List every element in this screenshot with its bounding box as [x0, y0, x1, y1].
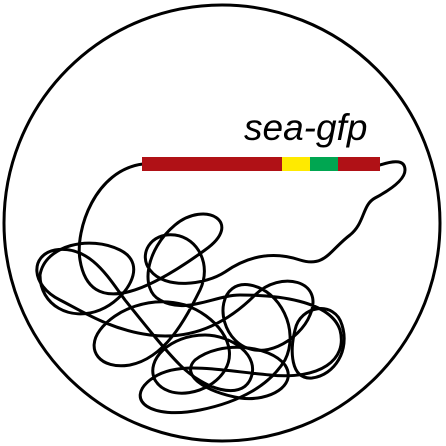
gene-construct [142, 157, 380, 171]
dna-strand-loop-left [38, 241, 136, 316]
gene-body [142, 157, 282, 171]
dna-strand-loop-bottom [189, 345, 290, 401]
dna-strand-loop-right [290, 307, 346, 380]
gene-label: sea-gfp [244, 107, 367, 148]
green-segment [310, 157, 338, 171]
yellow-segment [282, 157, 310, 171]
gene-tail [338, 157, 380, 171]
